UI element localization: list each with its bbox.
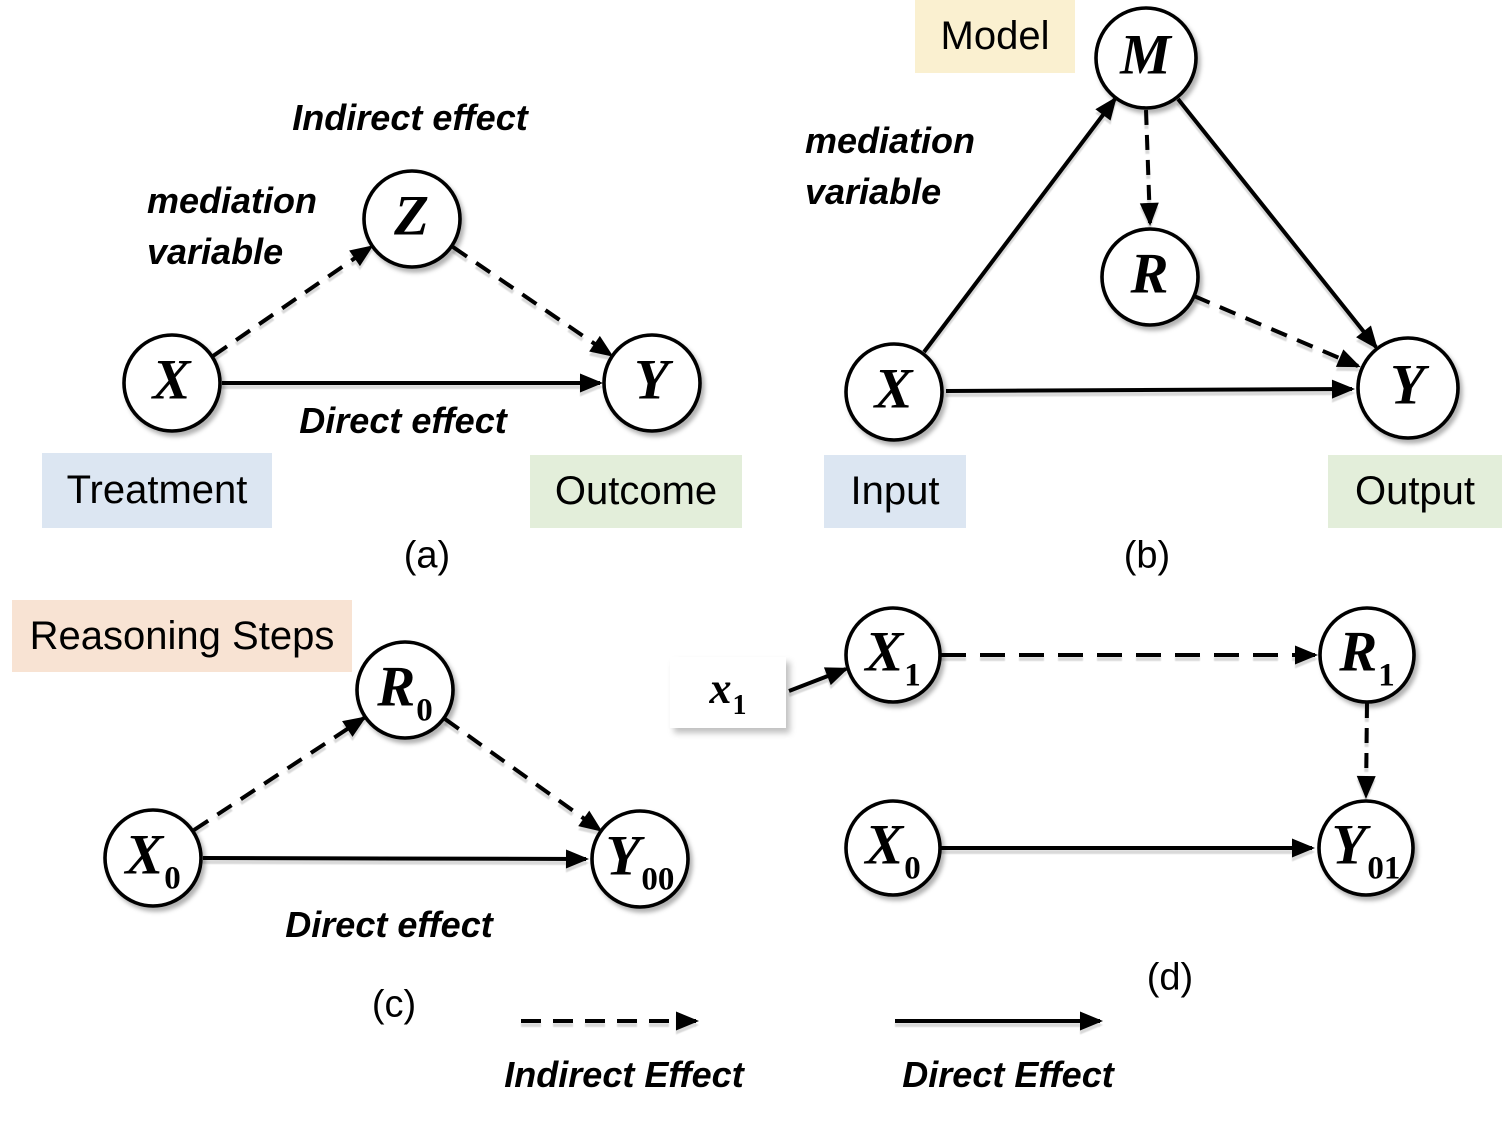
output-tag-text: Output <box>1354 469 1476 513</box>
arrow-a-x-to-z-indirect <box>211 245 374 358</box>
mediation-line1: mediation <box>147 180 318 221</box>
node-b-r-label: R <box>1130 242 1169 306</box>
x1-input-label: x1 <box>709 664 747 721</box>
reasoning-steps-tag: Reasoning Steps <box>12 600 352 672</box>
input-tag-text: Input <box>850 469 940 513</box>
treatment-tag: Treatment <box>42 453 272 528</box>
node-b-y-label: Y <box>1390 353 1425 417</box>
node-c-x0-label: X0 <box>125 823 181 897</box>
caption-d: (d) <box>1146 956 1194 999</box>
node-a-x-circle <box>122 333 222 433</box>
node-c-y00-circle <box>590 809 690 909</box>
arrow-d-r1-to-y01-indirect <box>1356 702 1376 799</box>
outcome-tag: Outcome <box>530 455 742 528</box>
node-b-x-label: X <box>874 357 913 421</box>
mediation-line2: variable <box>805 171 942 212</box>
model-tag-text: Model <box>940 14 1050 58</box>
node-c-r0-circle <box>355 640 455 740</box>
node-a-y-circle <box>602 333 702 433</box>
caption-b: (b) <box>1123 534 1171 577</box>
legend-indirect-label: Indirect Effect <box>504 1054 744 1095</box>
node-d-r1-circle <box>1318 606 1416 704</box>
node-d-x0-circle <box>844 799 942 897</box>
node-c-y00-label: Y00 <box>605 824 675 898</box>
node-c-r0-label: R0 <box>377 655 433 729</box>
mediation-variable-label-b: mediation variable <box>805 115 975 217</box>
arrow-b-x-to-m-direct <box>922 96 1117 354</box>
node-b-m-circle <box>1094 6 1198 110</box>
arrow-a-z-to-y-indirect <box>451 245 614 357</box>
indirect-effect-label-a: Indirect effect <box>292 97 528 138</box>
model-tag: Model <box>915 0 1075 73</box>
arrow-b-x-to-y-direct <box>945 379 1355 399</box>
node-b-r-circle <box>1100 227 1200 327</box>
treatment-tag-text: Treatment <box>66 468 248 512</box>
outcome-tag-text: Outcome <box>554 469 718 513</box>
arrow-b-r-to-y-indirect <box>1193 294 1361 368</box>
arrow-c-r0-to-y00-indirect <box>443 717 603 832</box>
node-b-y-circle <box>1356 336 1460 440</box>
node-d-r1-label: R1 <box>1339 620 1395 694</box>
node-d-y01-label: Y01 <box>1331 813 1401 887</box>
node-d-y01-circle <box>1317 799 1415 897</box>
arrow-c-x0-to-r0-indirect <box>192 716 367 832</box>
x1-input-box: x1 <box>670 657 786 728</box>
output-tag: Output <box>1328 455 1502 528</box>
arrow-c-x0-to-y00-direct <box>202 849 589 869</box>
node-a-z-circle <box>362 169 462 269</box>
input-tag: Input <box>824 455 966 528</box>
caption-c: (c) <box>371 983 417 1026</box>
direct-effect-label-c: Direct effect <box>285 904 493 945</box>
node-a-z-label: Z <box>394 184 429 248</box>
node-a-x-label: X <box>152 348 191 412</box>
node-a-y-label: Y <box>634 348 669 412</box>
caption-a: (a) <box>403 534 451 577</box>
mediation-line2: variable <box>147 231 284 272</box>
node-d-x1-label: X1 <box>865 620 921 694</box>
legend-direct-label: Direct Effect <box>902 1054 1114 1095</box>
mediation-variable-label-a: mediation variable <box>147 175 317 277</box>
node-c-x0-circle <box>103 808 203 908</box>
mediation-line1: mediation <box>805 120 976 161</box>
arrow-b-m-to-y-direct <box>1176 97 1378 350</box>
arrow-d-x1input-to-x1 <box>788 667 849 693</box>
arrow-b-m-to-r-indirect <box>1139 109 1159 226</box>
node-b-x-circle <box>844 342 944 442</box>
node-b-m-label: M <box>1120 23 1171 87</box>
node-d-x1-circle <box>844 606 942 704</box>
reasoning-steps-tag-text: Reasoning Steps <box>29 613 335 658</box>
direct-effect-label-a: Direct effect <box>299 400 507 441</box>
node-d-x0-label: X0 <box>865 813 921 887</box>
